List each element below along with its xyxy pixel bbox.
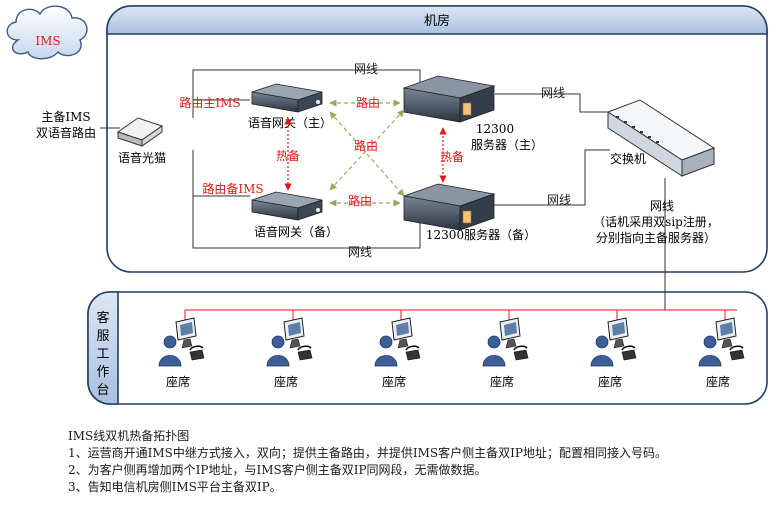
- label-wire-server-backup: 网线: [547, 193, 571, 207]
- switch-line-label-3: 分别指向主备服务器）: [596, 230, 716, 245]
- seat: 座席: [158, 317, 205, 389]
- server-backup: [402, 183, 496, 231]
- label-route-bottom: 路由: [348, 193, 372, 208]
- gateway-backup-label: 语音网关（备）: [254, 224, 338, 239]
- topology-diagram: 机房 客服工作台 IMS 主备IMS 双语音路由 语音光猫: [6, 5, 768, 405]
- gateway-main-label: 语音网关（主）: [248, 115, 332, 130]
- label-wire-bottom: 网线: [348, 245, 372, 259]
- room-title: 机房: [424, 13, 450, 29]
- voice-modem: [116, 117, 164, 147]
- seat: 座席: [590, 317, 637, 389]
- gateway-main: [251, 83, 323, 113]
- workarea-title: 客服工作台: [96, 310, 109, 398]
- notes-item: 3、告知电信机房侧IMS平台主备双IP。: [68, 480, 282, 494]
- label-route-main: 路由主IMS: [179, 95, 240, 110]
- seat: 座席: [482, 317, 529, 389]
- label-route-cross: 路由: [354, 138, 378, 153]
- dual-route-line-1: 主备IMS: [41, 110, 90, 124]
- server-backup-label: 12300服务器（备）: [426, 227, 536, 242]
- label-route-top: 路由: [356, 95, 380, 110]
- seat-label: 座席: [598, 374, 622, 389]
- route-links: [329, 99, 405, 207]
- network-switch: [606, 99, 716, 177]
- cloud-label: IMS: [35, 34, 60, 48]
- workarea-panel: 客服工作台: [87, 291, 768, 405]
- seat-label: 座席: [706, 374, 730, 389]
- modem-label: 语音光猫: [118, 150, 166, 165]
- switch-label: 交换机: [610, 151, 646, 166]
- server-main: [402, 75, 496, 123]
- switch-line-label-1: 网线: [650, 199, 674, 213]
- label-hot-right: 热备: [440, 150, 464, 164]
- label-hot-left: 热备: [276, 149, 300, 163]
- gateway-backup: [251, 191, 323, 221]
- seat-label: 座席: [166, 374, 190, 389]
- label-route-backup: 路由备IMS: [202, 181, 263, 196]
- wires: [100, 69, 666, 310]
- dual-route-label: 主备IMS 双语音路由: [36, 110, 96, 140]
- hot-standby-links: [284, 117, 447, 191]
- seat: 座席: [374, 317, 421, 389]
- notes-title: IMS线双机热备拓扑图: [68, 429, 190, 443]
- seat: 座席: [698, 317, 745, 389]
- dual-route-line-2: 双语音路由: [36, 125, 96, 140]
- server-main-label-2: 服务器（主）: [471, 137, 543, 152]
- seat-label: 座席: [274, 374, 298, 389]
- seat: 座席: [266, 317, 313, 389]
- seat-label: 座席: [382, 374, 406, 389]
- notes-items: 1、运营商开通IMS中继方式接入，双向；提供主备路由，并提供IMS客户侧主备双I…: [68, 445, 758, 496]
- agent-seats: 座席 座席 座席 座席 座席 座席: [158, 317, 745, 389]
- switch-line-label-2: （话机采用双sip注册，: [593, 214, 719, 229]
- label-wire-top: 网线: [354, 62, 378, 76]
- ims-cloud: IMS: [6, 5, 88, 60]
- notes-item: 2、为客户侧再增加两个IP地址，与IMS客户侧主备双IP同网段，无需做数据。: [68, 463, 487, 477]
- seat-label: 座席: [490, 374, 514, 389]
- notes-item: 1、运营商开通IMS中继方式接入，双向；提供主备路由，并提供IMS客户侧主备双I…: [68, 446, 667, 460]
- label-wire-server-main: 网线: [541, 86, 565, 100]
- notes: IMS线双机热备拓扑图 1、运营商开通IMS中继方式接入，双向；提供主备路由，并…: [68, 428, 758, 496]
- server-main-label-1: 12300: [476, 122, 514, 136]
